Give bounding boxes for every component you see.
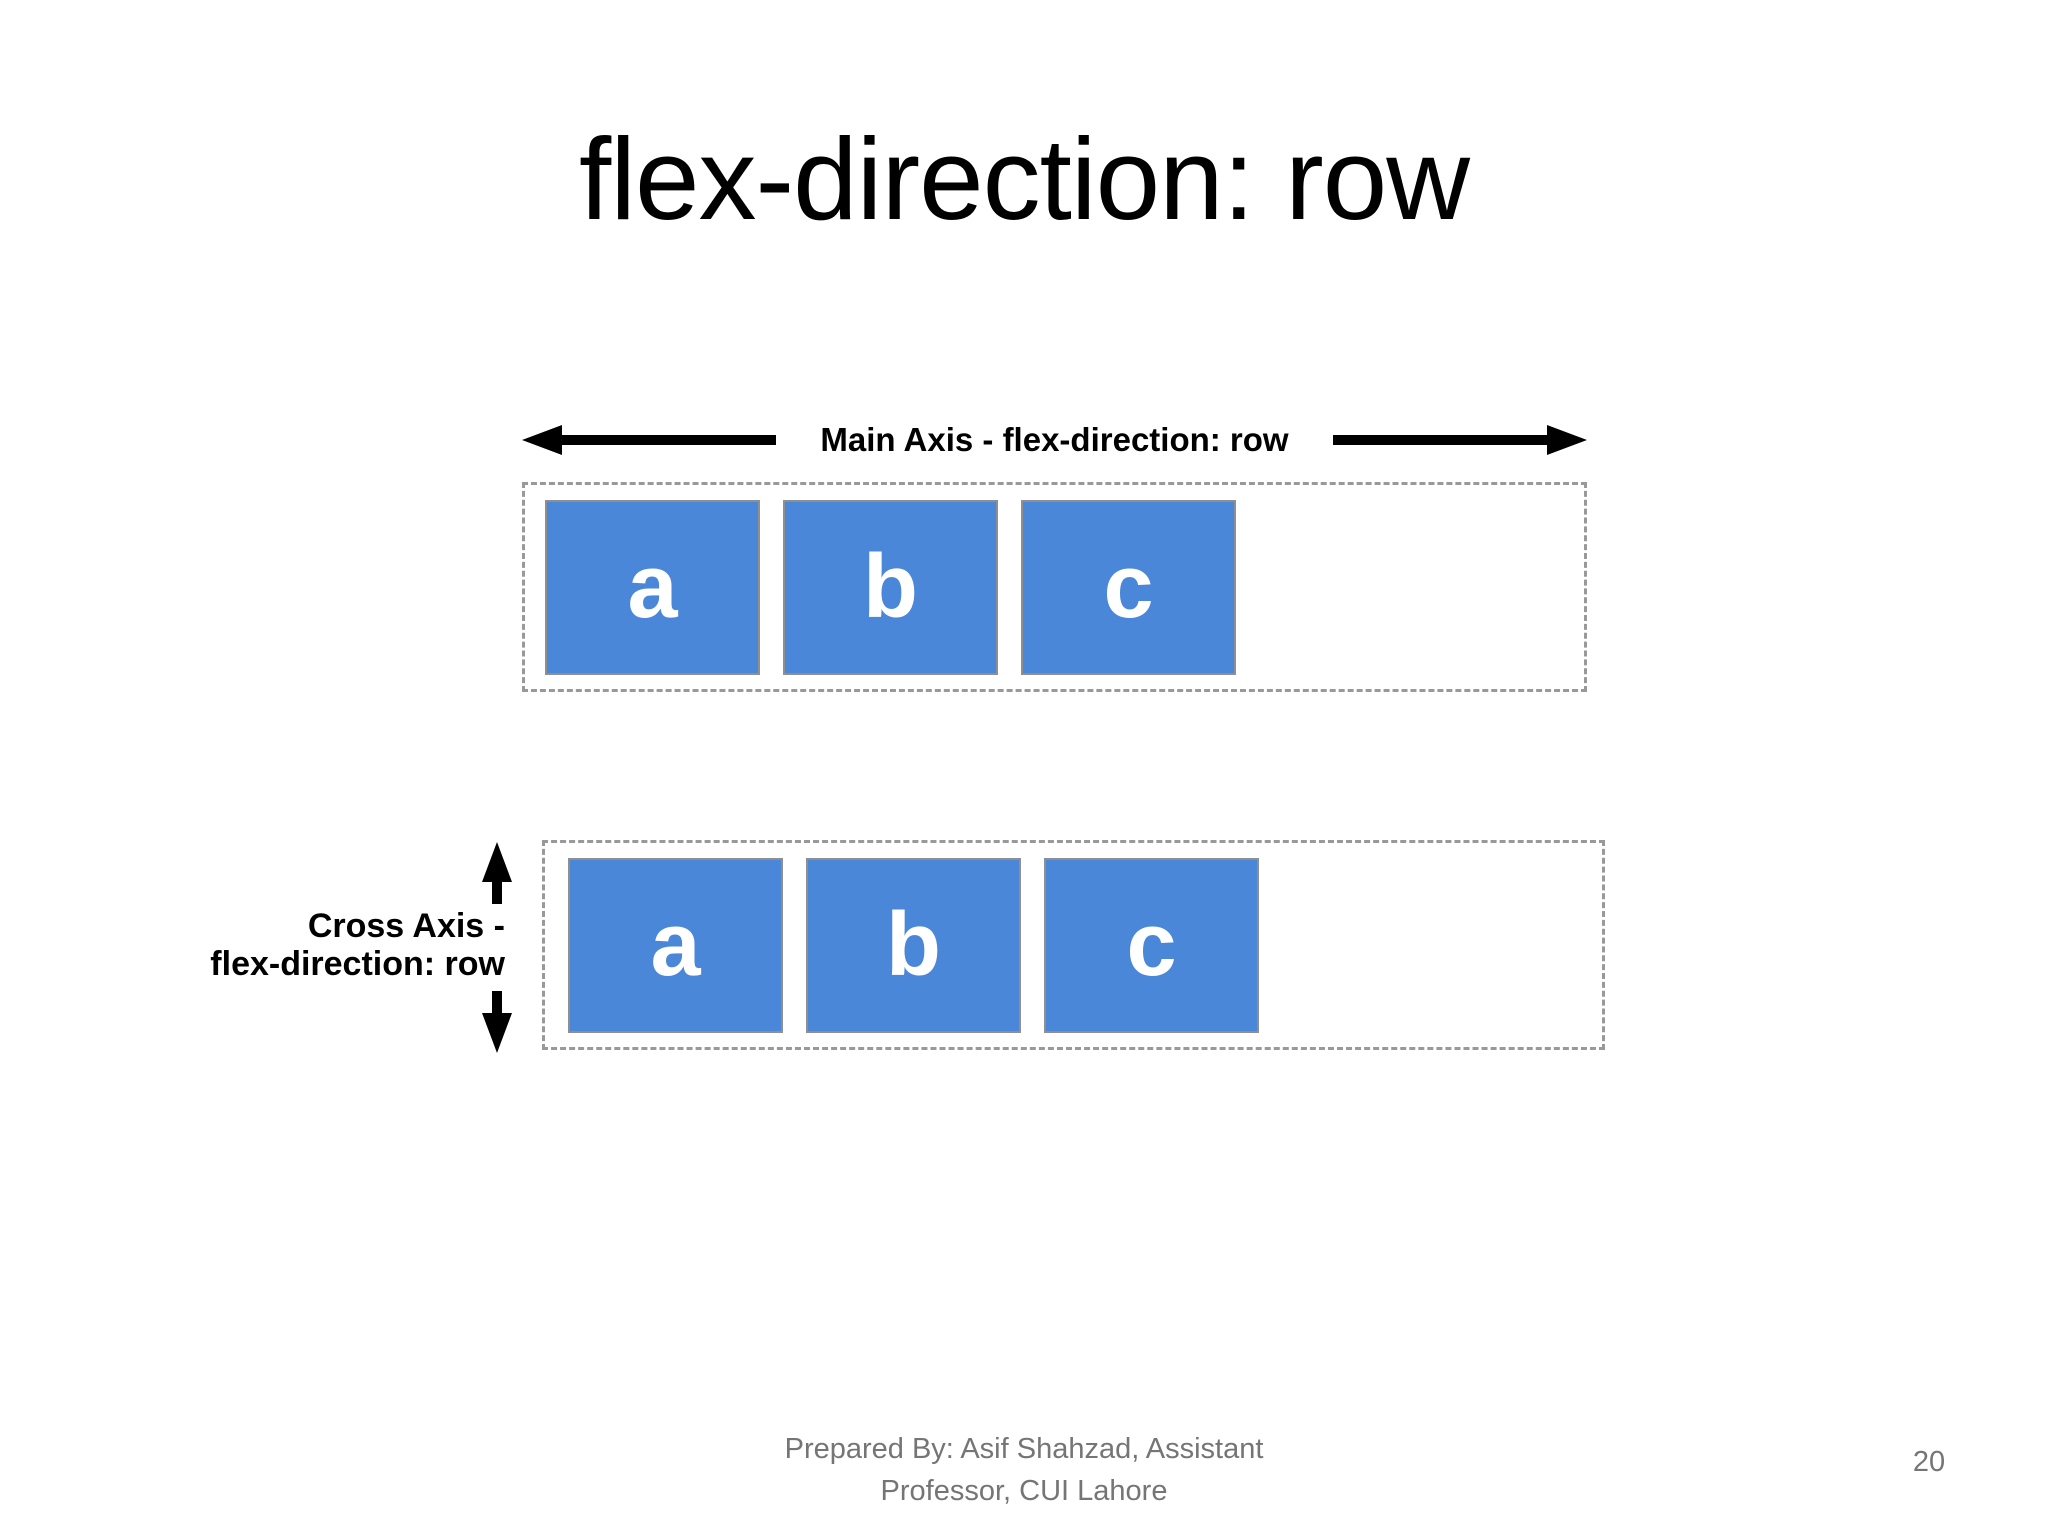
flex-container-main-axis: a b c — [522, 482, 1587, 692]
flex-item-c: c — [1044, 858, 1259, 1033]
arrow-right-head — [1547, 425, 1588, 455]
flex-item-c: c — [1021, 500, 1236, 675]
cross-axis-label: Cross Axis - flex-direction: row — [155, 907, 505, 983]
flex-container-cross-axis: a b c — [542, 840, 1605, 1050]
arrow-left-head — [522, 425, 562, 455]
cross-axis-arrow-up-icon — [482, 842, 512, 904]
flex-item-b: b — [783, 500, 998, 675]
main-axis-label: Main Axis - flex-direction: row — [820, 421, 1289, 458]
footer-line1: Prepared By: Asif Shahzad, Assistant — [784, 1433, 1264, 1465]
arrow-down-shaft — [492, 991, 502, 1013]
flex-item-b: b — [806, 858, 1021, 1033]
page-number: 20 — [1912, 1446, 1946, 1478]
footer: Prepared By: Asif Shahzad, Assistant Pro… — [0, 1428, 2048, 1512]
main-axis-header: Main Axis - flex-direction: row — [522, 420, 1588, 460]
arrow-left-shaft — [562, 435, 777, 445]
main-axis-arrow-left-icon — [522, 425, 777, 455]
arrow-up-shaft — [492, 882, 502, 904]
main-axis-arrow-right-icon — [1332, 425, 1588, 455]
cross-axis-label-line2: flex-direction: row — [210, 945, 505, 983]
flex-item-a: a — [545, 500, 760, 675]
cross-axis-arrow-down-icon — [482, 991, 512, 1053]
arrow-up-head — [482, 842, 512, 882]
footer-line2: Professor, CUI Lahore — [880, 1475, 1168, 1507]
arrow-right-shaft — [1332, 435, 1548, 445]
flex-item-a: a — [568, 858, 783, 1033]
slide-title: flex-direction: row — [579, 114, 1470, 244]
arrow-down-head — [482, 1013, 512, 1053]
cross-axis-label-line1: Cross Axis - — [307, 907, 505, 945]
